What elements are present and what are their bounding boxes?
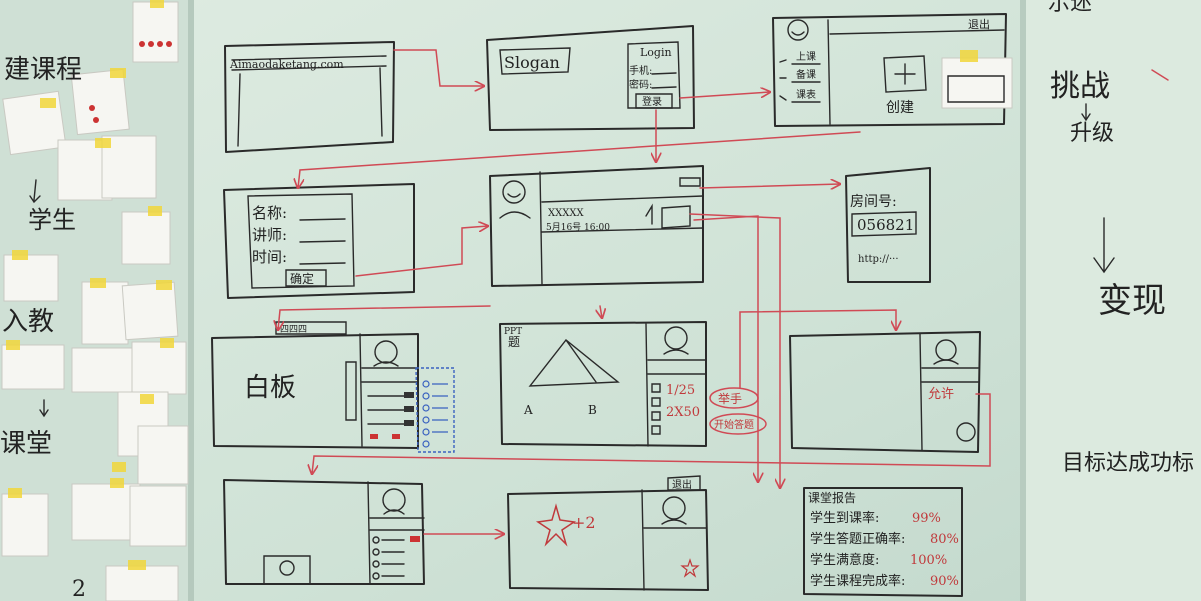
frame-permit: 允许 [789, 331, 981, 453]
red-note-raise-hand: 举手 [718, 392, 742, 406]
frame-classroom: XXXXX 5月16号 16:00 [489, 165, 704, 287]
left-text-2: 入教 [2, 307, 54, 337]
red-notes: 举手 开始答题 [709, 387, 767, 435]
ppt-label-b: B [588, 403, 597, 417]
login-account-label: 手机: [629, 64, 652, 77]
login-password-label: 密码: [629, 78, 652, 91]
report-row-4-value: 90% [930, 574, 959, 589]
dashboard-exit: 退出 [968, 17, 990, 31]
svg-text:示述: 示述 [1048, 0, 1092, 16]
landing-url: Aimaodaketang.com [229, 58, 344, 71]
form-time-label: 时间: [252, 248, 287, 266]
ppt-question: 题 [508, 335, 520, 349]
report-row-1-value: 99% [912, 511, 941, 526]
flow-arrows [278, 49, 991, 534]
frame-create-form: 名称: 讲师: 时间: 确定 [223, 183, 415, 299]
left-text-3: 课堂 [0, 429, 52, 459]
frame-star: 退出 +2 [507, 475, 709, 591]
dashboard-menu-3: 课表 [796, 88, 816, 101]
frame-whiteboard: 四四四 白板 [211, 321, 455, 453]
report-row-1-label: 学生到课率: [810, 510, 879, 526]
dashboard-menu-2: 备课 [796, 68, 816, 81]
left-text-1: 学生 [28, 206, 76, 234]
permit-label: 允许 [928, 386, 954, 402]
report-row-2-value: 80% [930, 532, 959, 547]
frame-login: Slogan Login 手机: 密码: 登录 [486, 25, 695, 131]
right-text-upgrade: 升级 [1070, 121, 1114, 146]
room-code-value: 056821 [857, 216, 914, 234]
left-bottom-num: 2 [72, 577, 86, 601]
report-row-3-value: 100% [910, 553, 947, 568]
red-note-start-answer: 开始答题 [714, 418, 754, 431]
right-text-monetize: 变现 [1098, 281, 1166, 321]
star-points: +2 [572, 513, 596, 532]
class-name: XXXXX [548, 208, 584, 219]
report-row-2-label: 学生答题正确率: [810, 531, 905, 547]
report-row-3-label: 学生满意度: [810, 552, 879, 568]
whiteboard-label: 白板 [244, 373, 296, 403]
frame-report: 课堂报告 学生到课率: 99% 学生答题正确率: 80% 学生满意度: 100%… [803, 487, 963, 597]
form-teacher-label: 讲师: [252, 226, 287, 244]
login-slogan: Slogan [504, 53, 560, 72]
room-code-url: http://··· [858, 254, 899, 265]
dashboard-create: 创建 [886, 100, 914, 116]
right-board-panel [1026, 0, 1201, 601]
board-frame-right [1020, 0, 1026, 601]
login-heading: Login [640, 46, 672, 59]
left-sticky-notes [1, 0, 189, 601]
report-title: 课堂报告 [808, 490, 856, 505]
class-datetime: 5月16号 16:00 [546, 222, 610, 233]
room-code-label: 房间号: [850, 194, 897, 210]
form-name-label: 名称: [252, 204, 287, 222]
right-text-challenge: 挑战 [1050, 69, 1110, 104]
frame-ppt: PPT 题 A B 1/25 2X50 [499, 321, 707, 447]
exit-label: 退出 [672, 478, 692, 491]
ppt-label: PPT [504, 327, 522, 337]
right-text-goal: 目标达成功标 [1062, 451, 1194, 476]
form-ok-button: 确定 [290, 271, 314, 286]
board-frame-left [188, 0, 194, 601]
frame-student-video [223, 479, 425, 585]
ppt-answer-2: 2X50 [666, 405, 700, 420]
dashboard-menu-1: 上课 [796, 51, 816, 63]
frame-dashboard: 退出 上课 备课 课表 创建 [772, 13, 1013, 127]
left-title: 建课程 [4, 55, 82, 85]
ppt-answer-1: 1/25 [666, 383, 695, 398]
frame-room-code: 房间号: 056821 http://··· [845, 167, 931, 283]
login-button: 登录 [642, 95, 662, 108]
left-wall-handwriting: 建课程 学生 入教 课堂 2 [0, 55, 86, 601]
report-row-4-label: 学生课程完成率: [810, 573, 905, 589]
frame-landing: Aimaodaketang.com [224, 41, 395, 153]
whiteboard-tabs: 四四四 [280, 325, 307, 335]
right-wall: 示述 挑战 升级 变现 目标达成功标 [1048, 0, 1194, 476]
ppt-label-a: A [523, 403, 533, 417]
